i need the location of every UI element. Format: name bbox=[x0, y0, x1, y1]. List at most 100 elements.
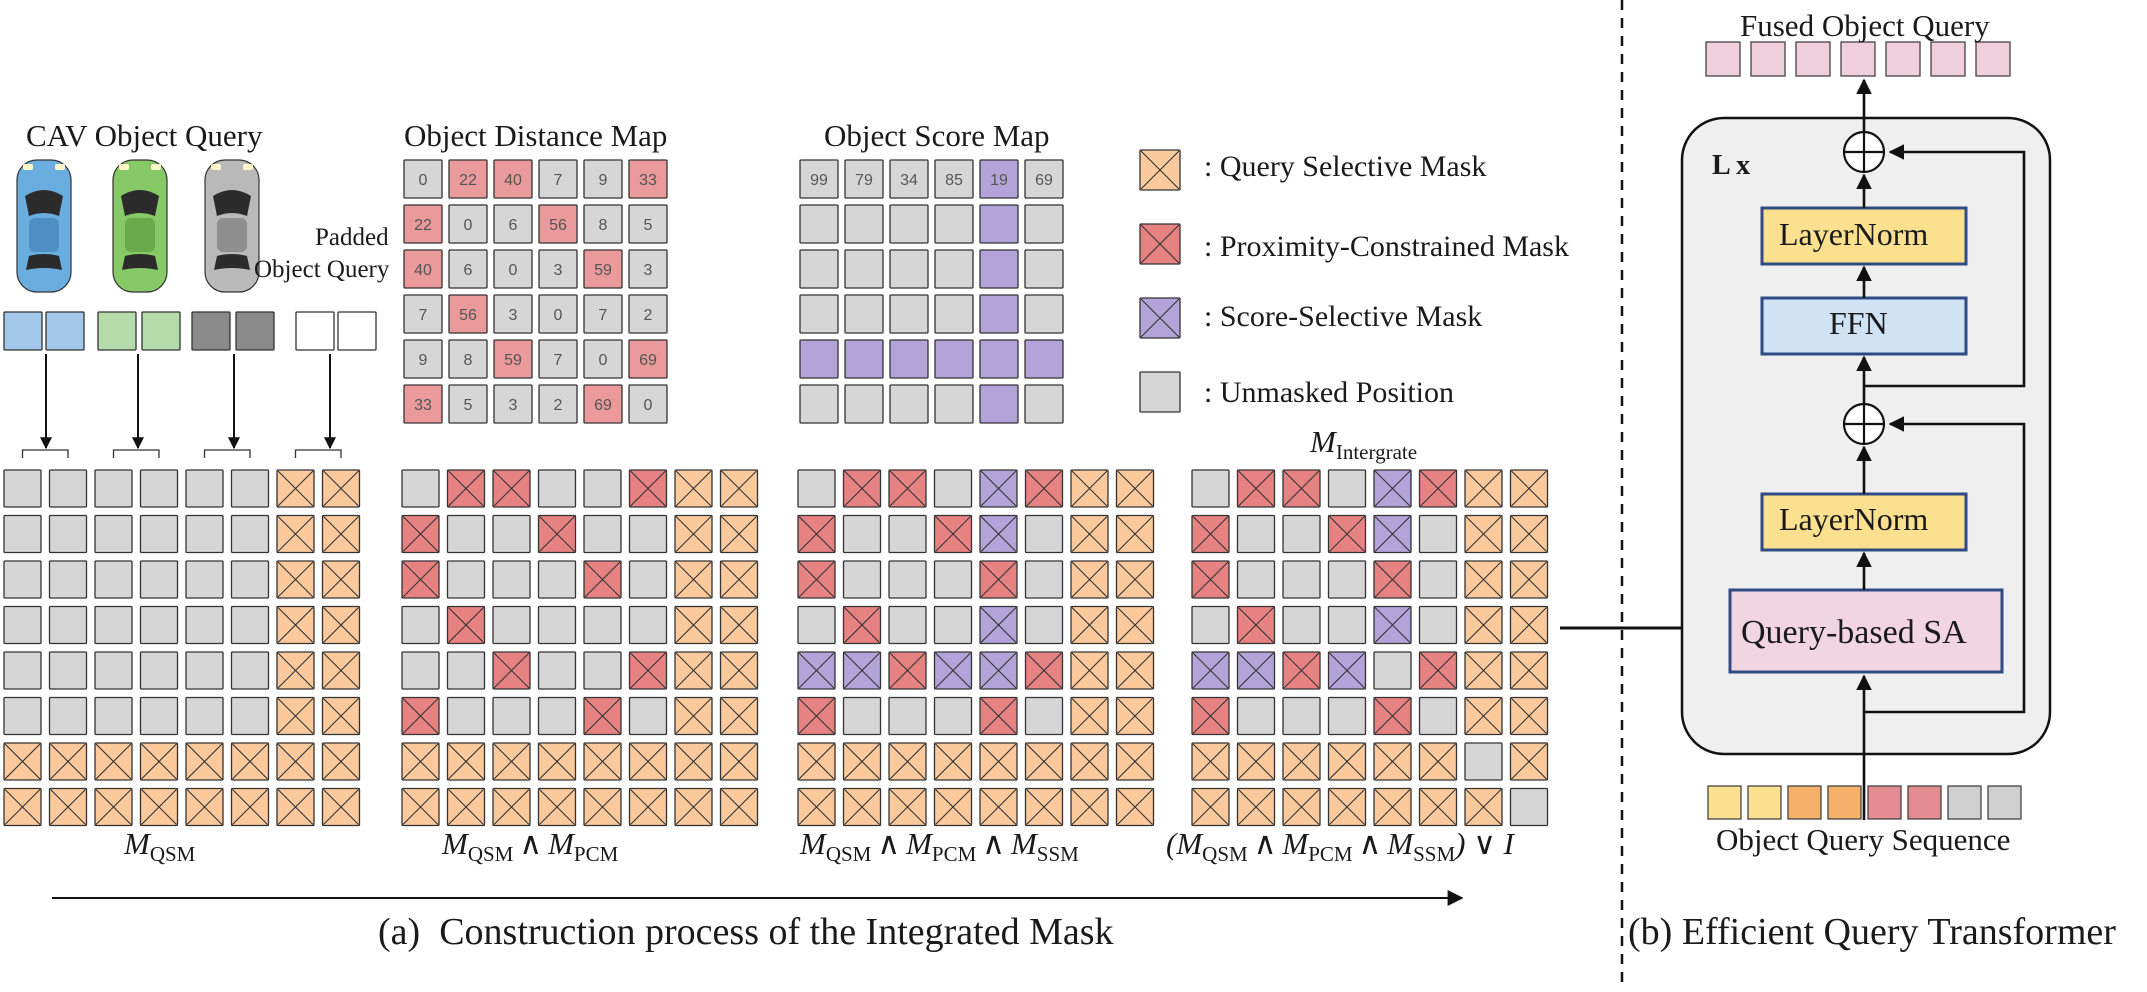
query-selective-cell bbox=[446, 787, 486, 827]
distance-map-cell bbox=[628, 159, 668, 199]
unmasked-cell bbox=[230, 514, 270, 554]
unmasked-cell bbox=[446, 560, 486, 599]
proximity-constrained-cell bbox=[1236, 605, 1276, 645]
query-selective-cell bbox=[321, 469, 361, 508]
ssm-label: MQSM∧MPCM∧MSSM bbox=[800, 826, 1079, 866]
proximity-constrained-cell bbox=[797, 560, 836, 599]
query-selective-cell bbox=[674, 787, 713, 827]
query-selective-cell bbox=[537, 742, 577, 781]
integrate-matrix-title: MIntergrate bbox=[1310, 424, 1417, 465]
legend-swatch-proximity-constrained-cell bbox=[1139, 223, 1181, 265]
unmasked-cell bbox=[230, 469, 270, 508]
query-selective-cell bbox=[1115, 514, 1155, 554]
score-map-cell bbox=[889, 204, 929, 244]
score-map-cell bbox=[889, 339, 929, 379]
query-selective-cell bbox=[1464, 696, 1503, 736]
unmasked-cell bbox=[933, 560, 973, 599]
query-selective-cell bbox=[94, 787, 133, 827]
unmasked-cell bbox=[1282, 605, 1321, 645]
distance-map-cell bbox=[538, 294, 578, 334]
distance-map-cell bbox=[448, 294, 488, 334]
query-selective-cell bbox=[1327, 742, 1367, 781]
query-selective-cell bbox=[797, 787, 836, 827]
unmasked-cell bbox=[446, 651, 486, 690]
unmasked-cell bbox=[3, 696, 42, 736]
unmasked-cell bbox=[185, 469, 224, 508]
proximity-constrained-cell bbox=[1418, 651, 1458, 690]
distance-map-cell bbox=[628, 204, 668, 244]
query-selective-cell bbox=[1024, 787, 1064, 827]
score-map-cell bbox=[844, 249, 884, 289]
unmasked-cell bbox=[842, 560, 882, 599]
score-map-cell bbox=[889, 384, 929, 424]
residual-path-1 bbox=[1864, 416, 2026, 714]
integrate-matrix bbox=[1191, 469, 1549, 827]
layernorm-bottom-block bbox=[1760, 492, 1968, 552]
distance-map-cell bbox=[448, 159, 488, 199]
query-selective-cell bbox=[276, 560, 315, 599]
unmasked-cell bbox=[446, 514, 486, 554]
caption-b-tag: (b) bbox=[1628, 911, 1673, 953]
distance-map-cell bbox=[538, 249, 578, 289]
query-selective-cell bbox=[674, 560, 713, 599]
plus-icon bbox=[1842, 402, 1886, 446]
proximity-constrained-cell bbox=[628, 469, 668, 508]
proximity-constrained-cell bbox=[1373, 560, 1412, 599]
fused-object-query-title: Fused Object Query bbox=[1740, 8, 1990, 43]
query-selective-cell bbox=[1236, 742, 1276, 781]
distance-map-value: 56 bbox=[459, 307, 477, 324]
unmasked-cell bbox=[628, 605, 668, 645]
distance-map-cell bbox=[583, 294, 623, 334]
unmasked-cell bbox=[1024, 696, 1064, 736]
proximity-constrained-cell bbox=[1327, 514, 1367, 554]
score-map-cell bbox=[844, 204, 884, 244]
score-map-value: 79 bbox=[855, 172, 873, 189]
unmasked-cell bbox=[537, 469, 577, 508]
proximity-constrained-cell bbox=[933, 514, 973, 554]
distance-map-cell bbox=[538, 159, 578, 199]
unmasked-cell bbox=[185, 605, 224, 645]
distance-map-value: 0 bbox=[599, 352, 608, 369]
unmasked-cell bbox=[1327, 560, 1367, 599]
car-icon-gray bbox=[204, 159, 260, 293]
unmasked-cell bbox=[401, 605, 440, 645]
score-map-cell bbox=[799, 294, 839, 334]
unmasked-cell bbox=[1024, 560, 1064, 599]
query-selective-cell bbox=[933, 742, 973, 781]
unmasked-cell bbox=[1418, 696, 1458, 736]
proximity-constrained-cell bbox=[888, 469, 927, 508]
unmasked-cell bbox=[1373, 651, 1412, 690]
score-map-cell bbox=[889, 249, 929, 289]
proximity-constrained-cell bbox=[1236, 469, 1276, 508]
padded-label-line2: Object Query bbox=[254, 256, 390, 283]
cav-query-cell-3 bbox=[141, 311, 181, 351]
distance-map-value: 22 bbox=[414, 217, 432, 234]
unmasked-cell bbox=[446, 696, 486, 736]
query-selective-cell bbox=[628, 787, 668, 827]
score-selective-cell bbox=[979, 651, 1018, 690]
query-selective-cell bbox=[321, 696, 361, 736]
distance-map-value: 9 bbox=[419, 352, 428, 369]
proximity-constrained-cell bbox=[583, 560, 622, 599]
distance-map-cell bbox=[448, 249, 488, 289]
unmasked-cell bbox=[3, 651, 42, 690]
query-selective-cell bbox=[321, 787, 361, 827]
unmasked-cell bbox=[139, 469, 179, 508]
unmasked-cell bbox=[139, 560, 179, 599]
score-selective-cell bbox=[1191, 651, 1230, 690]
distance-map-value: 59 bbox=[594, 262, 612, 279]
score-selective-cell bbox=[979, 469, 1018, 508]
query-selective-cell bbox=[1115, 469, 1155, 508]
query-selective-cell bbox=[674, 651, 713, 690]
sequence-query-cell bbox=[1907, 785, 1942, 820]
ffn-block bbox=[1760, 296, 1968, 356]
query-selective-cell bbox=[321, 560, 361, 599]
score-map-value: 99 bbox=[810, 172, 828, 189]
unmasked-cell bbox=[1418, 514, 1458, 554]
distance-map-value: 5 bbox=[464, 397, 473, 414]
unmasked-cell bbox=[185, 651, 224, 690]
unmasked-cell bbox=[1282, 696, 1321, 736]
unmasked-cell bbox=[48, 469, 88, 508]
